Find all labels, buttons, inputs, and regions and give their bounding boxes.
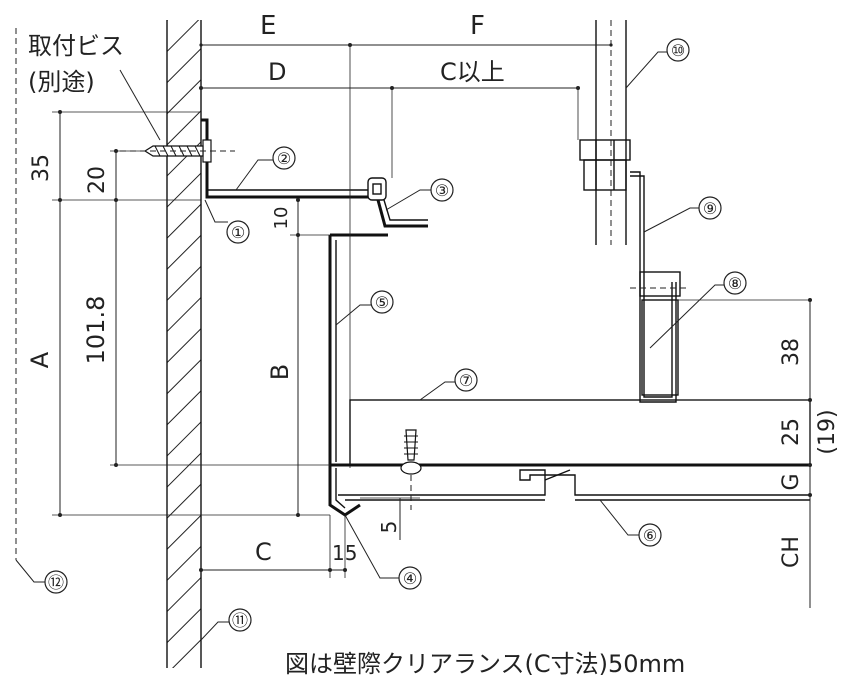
dim-c-over: C以上 xyxy=(440,58,505,86)
svg-text:⑧: ⑧ xyxy=(728,274,742,293)
dim-e: E xyxy=(260,11,276,41)
dim-g: G xyxy=(779,473,804,490)
dim-a: A xyxy=(26,351,54,368)
hanger-bolt xyxy=(579,20,631,245)
dim-c: C xyxy=(255,538,272,566)
callout-4: ④ xyxy=(344,514,422,590)
dim-f: F xyxy=(470,11,485,41)
callout-2: ② xyxy=(235,146,296,191)
callout-8: ⑧ xyxy=(649,271,747,349)
svg-text:⑤: ⑤ xyxy=(375,293,389,312)
dim-d: D xyxy=(268,58,286,86)
edge-trim xyxy=(328,468,361,517)
svg-text:②: ② xyxy=(277,149,291,168)
callout-1: ① xyxy=(204,199,250,244)
callout-5: ⑤ xyxy=(335,290,394,326)
dim-10: 10 xyxy=(271,207,292,230)
callout-10: ⑩ xyxy=(625,38,690,89)
screw-label-line1: 取付ビス xyxy=(28,32,124,60)
joint-clip xyxy=(367,177,428,228)
svg-text:③: ③ xyxy=(435,181,449,200)
callout-11: ⑪ xyxy=(200,608,252,641)
svg-text:⑨: ⑨ xyxy=(703,199,717,218)
svg-text:⑥: ⑥ xyxy=(643,526,657,545)
dim-b: B xyxy=(266,364,294,380)
svg-text:⑪: ⑪ xyxy=(232,611,248,630)
panel-screw xyxy=(400,429,422,510)
dim-1018: 101.8 xyxy=(82,296,110,365)
dim-25: 25 xyxy=(779,418,804,446)
dim-15: 15 xyxy=(332,541,357,565)
screw-label-leader xyxy=(119,69,161,141)
mounting-screw xyxy=(120,139,235,163)
callout-12: ⑫ xyxy=(15,559,68,594)
screw-label-line2: (別途) xyxy=(28,68,95,96)
dim-19: (19) xyxy=(815,409,840,454)
callout-3: ③ xyxy=(385,178,454,211)
ceiling-board xyxy=(349,399,811,466)
dim-35: 35 xyxy=(29,154,54,182)
callout-6: ⑥ xyxy=(599,499,662,547)
svg-text:④: ④ xyxy=(403,569,417,588)
svg-text:⑦: ⑦ xyxy=(459,371,473,390)
svg-text:⑫: ⑫ xyxy=(48,573,64,592)
lower-panel xyxy=(338,469,810,501)
vertical-runner xyxy=(328,233,388,468)
edge-trim-inner xyxy=(335,468,346,509)
callout-7: ⑦ xyxy=(419,368,478,401)
svg-text:①: ① xyxy=(231,223,245,242)
wall-hatching xyxy=(167,20,201,668)
hanger-bracket xyxy=(630,171,690,403)
dim-38: 38 xyxy=(779,338,804,366)
callout-9: ⑨ xyxy=(643,196,722,233)
dim-5: 5 xyxy=(377,521,401,534)
dim-20: 20 xyxy=(85,166,110,194)
dim-ch: CH xyxy=(779,536,804,568)
caption: 図は壁際クリアランス(C寸法)50mm xyxy=(285,650,685,678)
svg-text:⑩: ⑩ xyxy=(671,41,685,60)
